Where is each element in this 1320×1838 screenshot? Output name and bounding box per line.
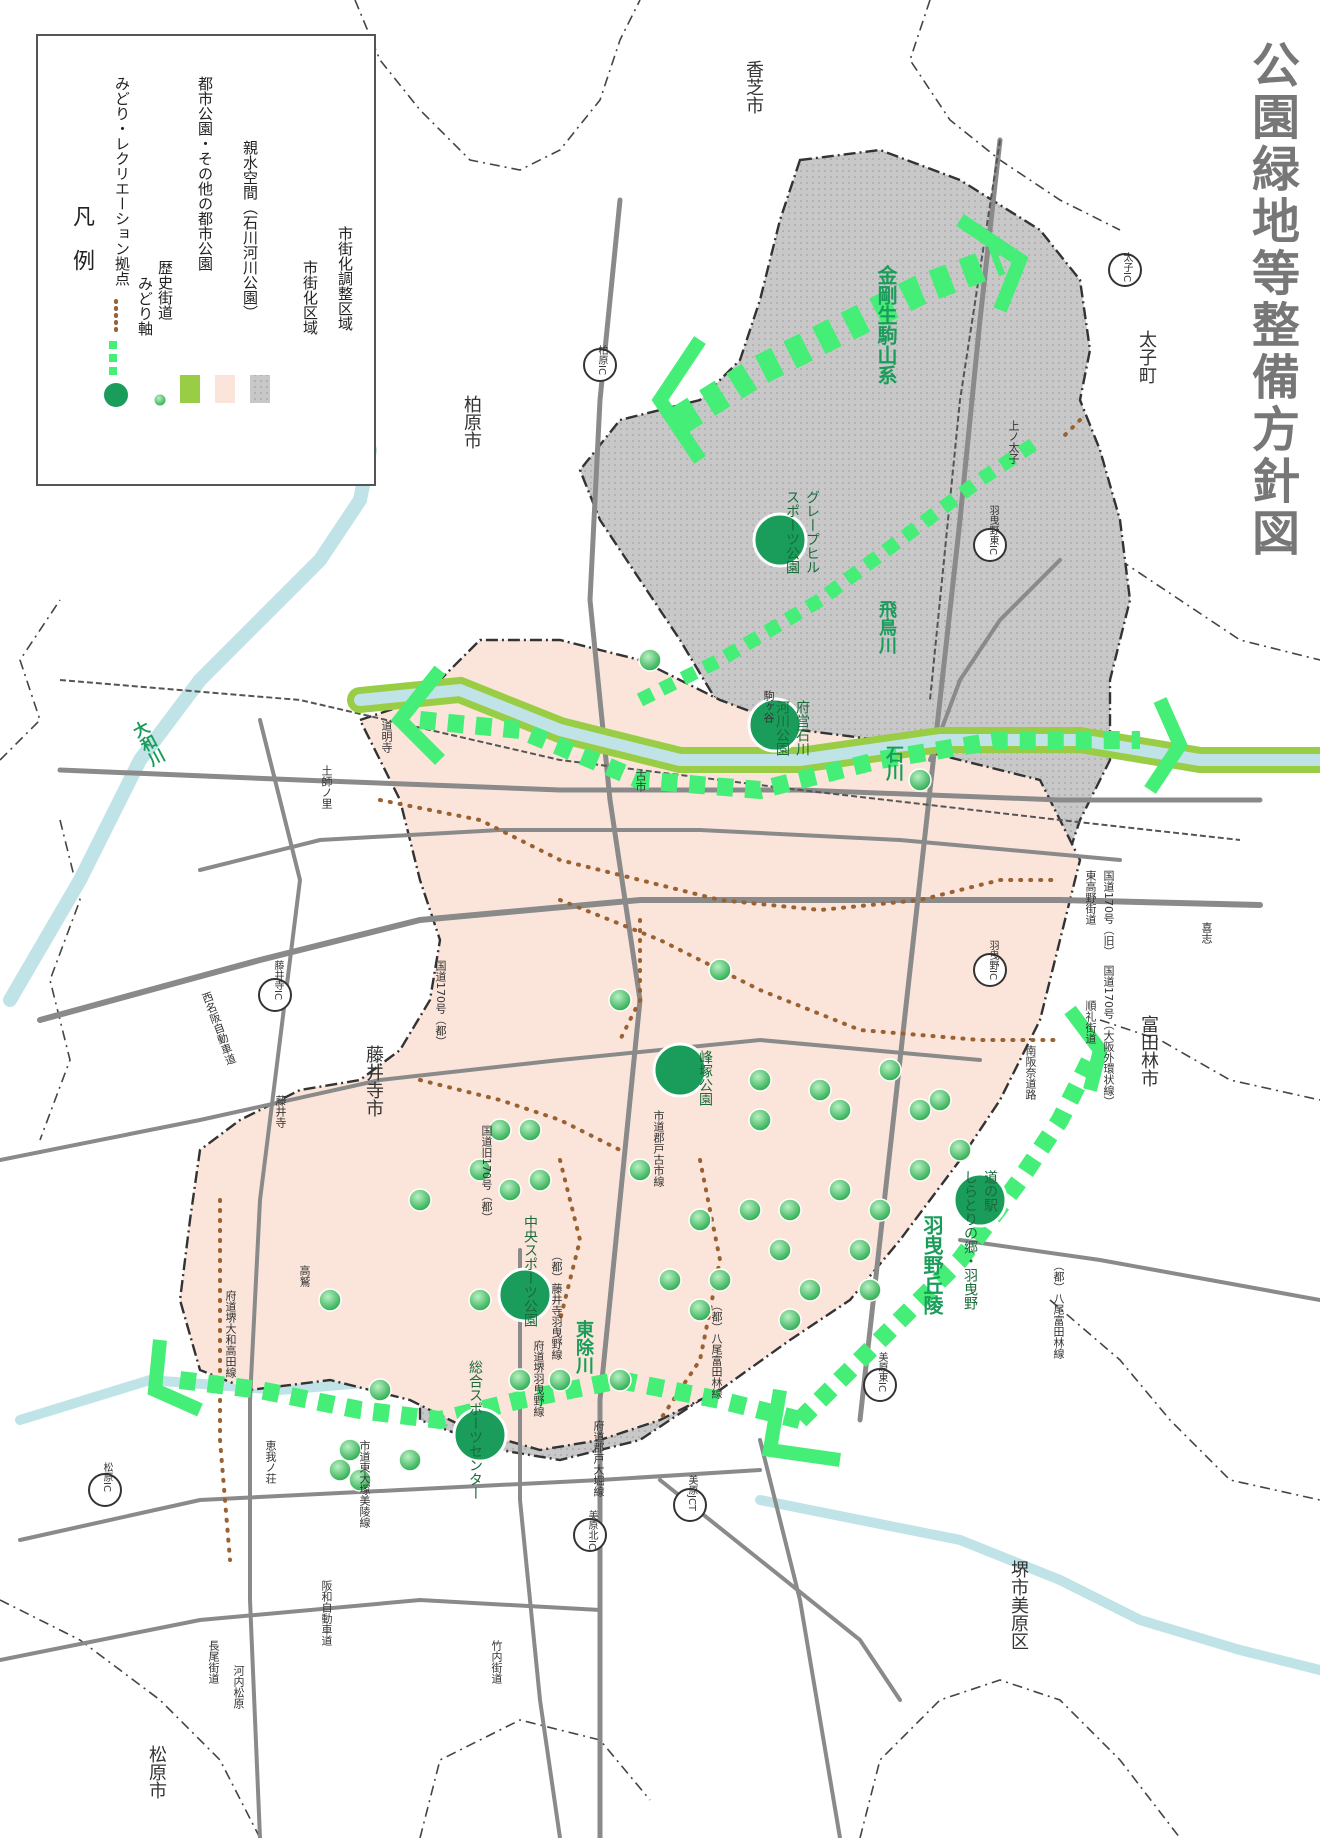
yamato-river [3, 393, 378, 1007]
ic-mihara-jct [673, 1488, 707, 1522]
park-point [808, 1078, 832, 1102]
ic-habikino-higashi-ic [973, 528, 1007, 562]
ic-markers [88, 253, 1142, 1552]
park-point [628, 1158, 652, 1182]
ic-fujiidera-ic [258, 978, 292, 1012]
axis-habikino [793, 1055, 1099, 1427]
park-point [908, 1158, 932, 1182]
ic-mihara-kita-ic [573, 1518, 607, 1552]
hub-sogo-sports [452, 1407, 508, 1463]
park-point [338, 1438, 362, 1462]
park-point [548, 1368, 572, 1392]
small-parks [318, 648, 972, 1492]
park-point [848, 1238, 872, 1262]
park-point [658, 1268, 682, 1292]
park-point [778, 1198, 802, 1222]
park-point [498, 1178, 522, 1202]
ic-kashiwara-ic [583, 348, 617, 382]
park-point [748, 1108, 772, 1132]
park-point [408, 1188, 432, 1212]
hub-chuo-sports [497, 1267, 553, 1323]
ic-mihara-higashi-ic [863, 1368, 897, 1402]
park-point [708, 958, 732, 982]
legend-park-symbol [153, 393, 167, 407]
park-point [368, 1378, 392, 1402]
legend-urban-symbol [215, 375, 235, 403]
ishikawa-river [354, 683, 1320, 766]
hub-minezuka [652, 1042, 708, 1098]
legend-control-symbol [250, 375, 270, 403]
railways [59, 139, 1241, 841]
park-point [608, 988, 632, 1012]
axis-arrowheads [147, 214, 1188, 1467]
park-point [858, 1278, 882, 1302]
legend-riverpark-symbol [180, 375, 200, 403]
park-point [688, 1298, 712, 1322]
heritage-roads [218, 418, 1082, 1562]
legend-hub-symbol [102, 381, 130, 409]
park-point [738, 1198, 762, 1222]
axis-ishikawa [419, 711, 1140, 800]
park-point [778, 1308, 802, 1332]
legend [36, 34, 376, 486]
park-point [768, 1238, 792, 1262]
park-point [798, 1278, 822, 1302]
park-point [318, 1288, 342, 1312]
park-point [638, 648, 662, 672]
axis-higashiyoke [178, 1370, 803, 1430]
park-point [468, 1158, 492, 1182]
park-point [928, 1088, 952, 1112]
park-point [878, 1058, 902, 1082]
green-axes [178, 245, 1140, 1430]
park-point [528, 1168, 552, 1192]
park-point [328, 1458, 352, 1482]
hub-ishikawa-park [747, 697, 803, 753]
park-point [748, 1068, 772, 1092]
hub-markers [452, 512, 1008, 1463]
park-point [708, 1268, 732, 1292]
ic-taishi-ic [1108, 253, 1142, 287]
park-point [908, 768, 932, 792]
ic-habikino-ic [973, 953, 1007, 987]
park-point [828, 1178, 852, 1202]
park-point [518, 1118, 542, 1142]
sakai-river [755, 1495, 1320, 1675]
park-point [868, 1198, 892, 1222]
park-point [828, 1098, 852, 1122]
hub-michinoeki [952, 1172, 1008, 1228]
park-point [908, 1098, 932, 1122]
axis-asuka [636, 434, 1044, 707]
park-point [468, 1288, 492, 1312]
axis-kongo [672, 245, 1006, 433]
park-point [488, 1118, 512, 1142]
park-point [608, 1368, 632, 1392]
park-point [688, 1208, 712, 1232]
hub-grape-hill [752, 512, 808, 568]
park-point [348, 1468, 372, 1492]
park-point [398, 1448, 422, 1472]
park-point [948, 1138, 972, 1162]
park-point [508, 1368, 532, 1392]
ic-matsubara-ic [88, 1473, 122, 1507]
